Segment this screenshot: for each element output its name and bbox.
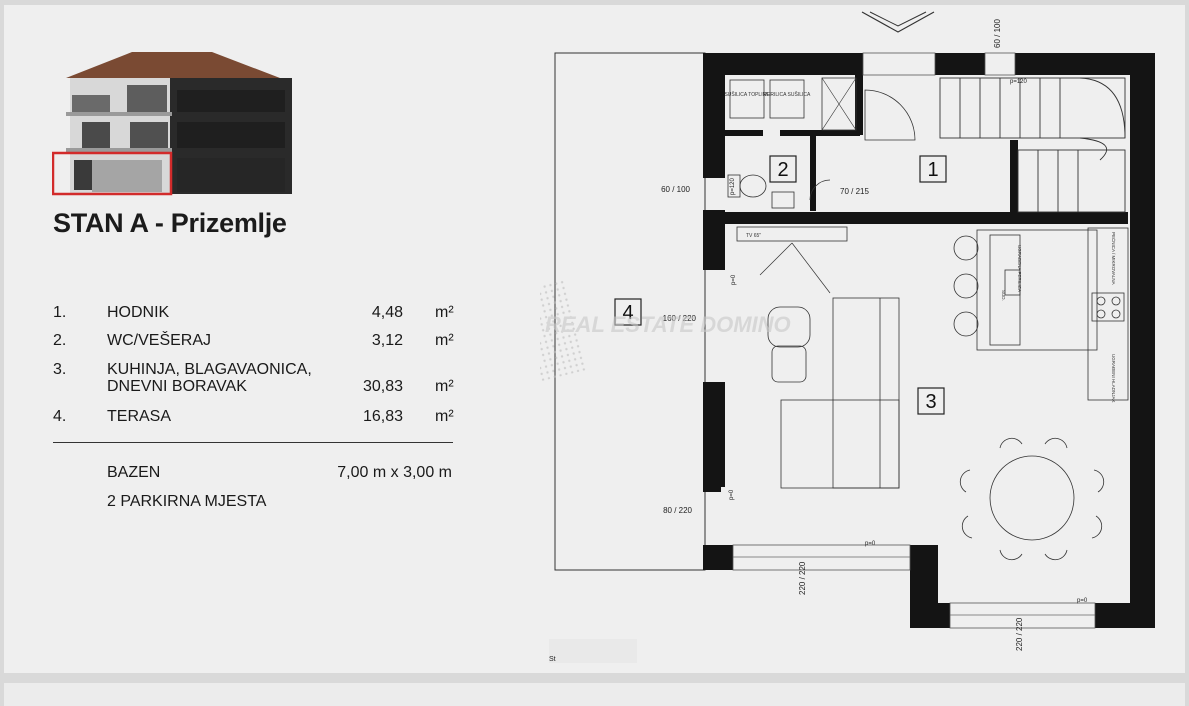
dim-terrace-door: 160 / 220 [663, 314, 697, 323]
dim-wc-window: 60 / 100 [661, 185, 690, 194]
washer-label: PERILICA SUŠILICA [764, 91, 811, 98]
floor-plan: SUŠILICA TOPLINE PERILICA SUŠILICA 2 1 4… [540, 11, 1155, 651]
pool-label: BAZEN [107, 464, 161, 481]
dim-top-window: 60 / 100 [993, 19, 1002, 48]
room-area: 3,12 [371, 332, 403, 349]
sofa [780, 297, 900, 489]
room-area: 16,83 [362, 408, 403, 425]
svg-text:REAL ESTATE DOMINO: REAL ESTATE DOMINO [545, 312, 791, 337]
svg-text:3: 3 [925, 391, 936, 413]
room-unit: m² [435, 304, 454, 321]
kitchen-label-sink: SUD. [1001, 290, 1006, 301]
room-number: 2. [53, 332, 67, 349]
footer-label: St [549, 656, 556, 663]
walls [703, 53, 1155, 628]
kitchen-island [953, 229, 1098, 351]
washer [769, 79, 805, 119]
svg-text:2: 2 [777, 159, 788, 181]
dim-bottom-left-p: p=0 [865, 541, 876, 547]
room-label-2: 2 [769, 155, 797, 183]
masked-area [549, 639, 637, 663]
room-name-line2: DNEVNI BORAVAK [107, 378, 247, 395]
kitchen-label-fridge: UGRAĐENI HLADNJAK [1111, 354, 1116, 403]
building-thumbnail [52, 52, 292, 196]
dim-lower-door: 80 / 220 [663, 506, 692, 515]
page-title: STAN A - Prizemlje [53, 208, 287, 238]
room-unit: m² [435, 378, 454, 395]
tv-unit [736, 226, 848, 242]
room-unit: m² [435, 332, 454, 349]
armchair [767, 306, 811, 348]
kitchen-counter [1087, 227, 1129, 401]
dim-bottom-right-p: p=0 [1077, 598, 1088, 604]
dim-bottom-right-door: 220 / 220 [1015, 617, 1024, 651]
room-name: TERASA [107, 408, 172, 425]
room-label-4: 4 [614, 298, 642, 326]
room-number: 1. [53, 304, 67, 321]
dim-bottom-left-door: 220 / 220 [798, 561, 807, 595]
dryer [729, 79, 765, 119]
room-area: 30,83 [362, 378, 403, 395]
staircase [939, 77, 1126, 213]
kitchen-label-dishwasher: UGRAĐENA PERILICA [1017, 245, 1022, 292]
room-number: 4. [53, 408, 67, 425]
next-sheet-strip [4, 683, 1185, 706]
room-name: HODNIK [107, 304, 170, 321]
room-unit: m² [435, 408, 454, 425]
dim-wc-p: p=120 [730, 177, 736, 195]
list-divider [53, 442, 453, 443]
svg-text:4: 4 [622, 302, 633, 324]
tv-label: TV 65" [746, 233, 761, 239]
room-name: WC/VEŠERAJ [107, 332, 212, 349]
room-number: 3. [53, 361, 67, 378]
parking-label: 2 PARKIRNA MJESTA [107, 493, 267, 510]
watermark: REAL ESTATE DOMINO [540, 277, 791, 387]
pool-size: 7,00 m x 3,00 m [337, 464, 452, 481]
dim-wc-door: 70 / 215 [840, 187, 869, 196]
dining-table [959, 437, 1105, 561]
dim-terrace-p: p=0 [731, 274, 737, 285]
svg-text:1: 1 [927, 159, 938, 181]
room-label-3: 3 [917, 387, 945, 415]
dim-lower-p: p=0 [729, 489, 735, 500]
room-label-1: 1 [919, 155, 947, 183]
dryer-label: SUŠILICA TOPLINE [724, 91, 770, 98]
room-name: KUHINJA, BLAGAVAONICA, [107, 361, 312, 378]
dim-stair-p: p=120 [1010, 79, 1028, 85]
room-area: 4,48 [371, 304, 403, 321]
kitchen-label-oven: PEĆNICA / MIKROVALNA [1111, 232, 1117, 285]
